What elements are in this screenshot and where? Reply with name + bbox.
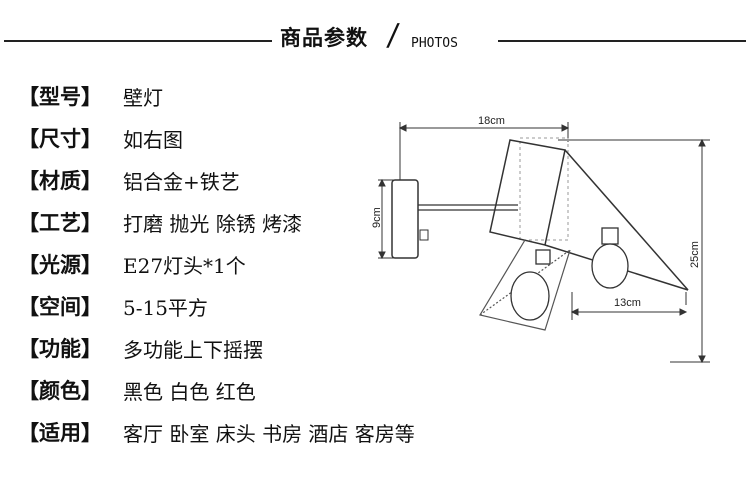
spec-row-light-source: 【光源】 E27灯头*1个: [18, 246, 246, 282]
spec-label: 【尺寸】: [18, 127, 102, 151]
height-dimension-line: [558, 138, 710, 364]
bulb-upper: [591, 227, 629, 289]
spec-label: 【型号】: [18, 85, 102, 109]
height-label: 25cm: [689, 241, 701, 268]
spec-label: 【材质】: [18, 169, 102, 193]
page-title: 商品参数: [280, 26, 368, 50]
spec-value: E27灯头*1个: [123, 253, 246, 278]
spec-value: 客厅 卧室 床头 书房 酒店 客房等: [123, 421, 415, 446]
spec-row-model: 【型号】 壁灯: [18, 78, 163, 114]
spec-row-material: 【材质】 铝合金+铁艺: [18, 162, 240, 198]
spec-label: 【空间】: [18, 295, 102, 319]
spec-label: 【适用】: [18, 421, 102, 445]
spec-value: 铝合金+铁艺: [123, 169, 240, 194]
header-slash: /: [385, 18, 401, 53]
width-label: 18cm: [478, 115, 505, 127]
shade-ghost: [519, 137, 569, 241]
switch: [419, 229, 429, 241]
lamp-dimension-diagram: 18cm 25cm 9cm: [370, 100, 750, 380]
spec-row-space: 【空间】 5-15平方: [18, 288, 208, 324]
arm-dimension-line: [570, 292, 688, 320]
lamp-diagram-svg: 18cm 25cm 9cm: [371, 115, 710, 364]
base-dimension-line: [378, 178, 396, 260]
spec-value: 黑色 白色 红色: [123, 379, 256, 404]
spec-label: 【功能】: [18, 337, 102, 361]
base-label: 9cm: [371, 207, 383, 228]
spec-row-color: 【颜色】 黑色 白色 红色: [18, 372, 256, 408]
spec-row-craft: 【工艺】 打磨 抛光 除锈 烤漆: [18, 204, 302, 240]
spec-row-usage: 【适用】 客厅 卧室 床头 书房 酒店 客房等: [18, 414, 415, 450]
spec-value: 如右图: [123, 127, 183, 152]
spec-row-size: 【尺寸】 如右图: [18, 120, 183, 156]
lamp-swing-ghost: [479, 239, 571, 331]
spec-value: 打磨 抛光 除锈 烤漆: [123, 211, 303, 236]
spec-row-function: 【功能】 多功能上下摇摆: [18, 330, 263, 366]
header-rule-right: [498, 40, 746, 42]
spec-value: 多功能上下摇摆: [123, 337, 263, 362]
spec-label: 【颜色】: [18, 379, 102, 403]
spec-value: 5-15平方: [123, 295, 208, 320]
header-rule-left: [4, 40, 272, 42]
spec-value: 壁灯: [123, 85, 163, 110]
width-dimension-line: [398, 122, 570, 180]
spec-label: 【工艺】: [18, 211, 102, 235]
spec-label: 【光源】: [18, 253, 102, 277]
page-subtitle: PHOTOS: [411, 36, 458, 51]
header: 商品参数 / PHOTOS: [0, 18, 750, 68]
wall-plate: [391, 179, 419, 259]
bulb-lower: [510, 249, 551, 321]
arm-label: 13cm: [614, 297, 641, 309]
